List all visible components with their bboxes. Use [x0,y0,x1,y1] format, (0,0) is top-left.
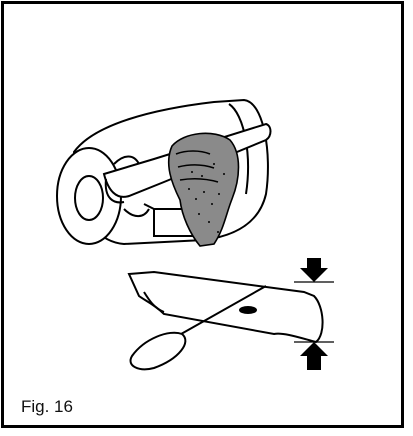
blade-sharpening-illustration [56,98,334,371]
gloved-hand-icon [167,132,240,247]
balance-arrow-bottom-icon [300,342,328,370]
screwdriver-icon [129,285,267,371]
balance-blade-icon [127,270,324,344]
glove-texture [188,163,225,233]
figure-caption: Fig. 16 [21,397,73,416]
figure-frame: Fig. 16 [1,1,404,428]
balance-arrow-top-icon [300,258,328,282]
